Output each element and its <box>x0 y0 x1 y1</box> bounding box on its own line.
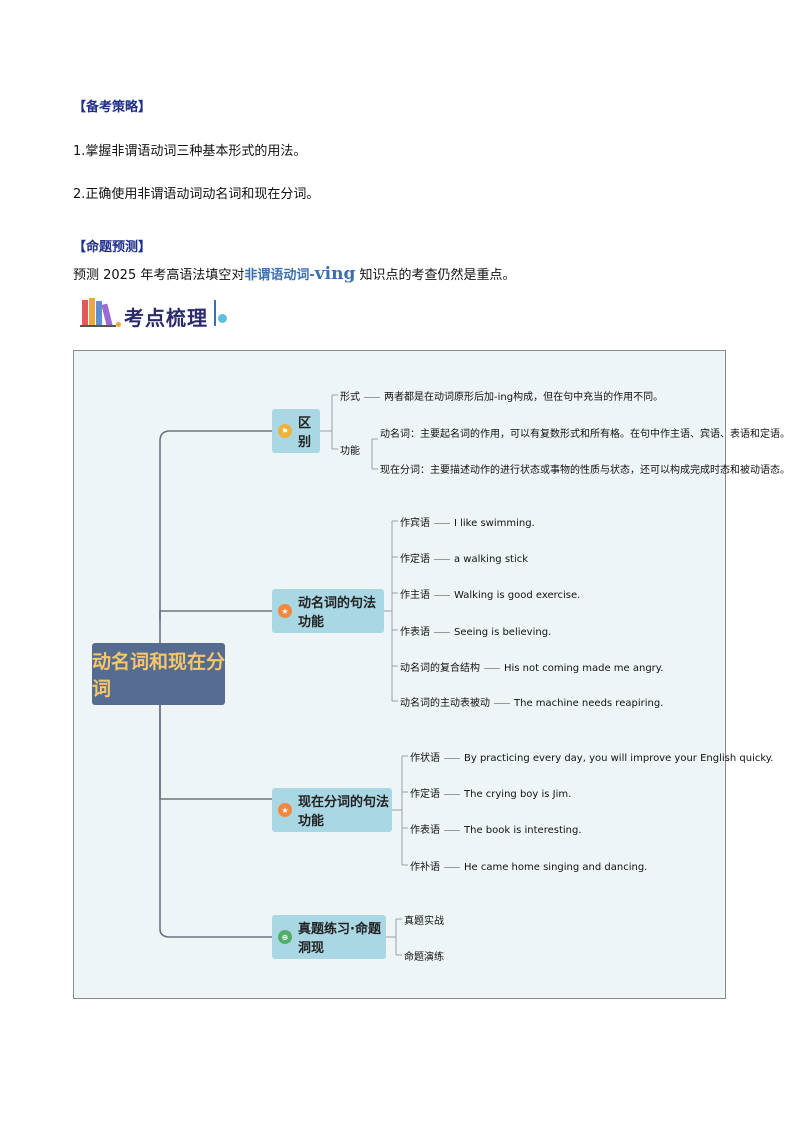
leaf-form-text: 两者都是在动词原形后加-ing构成，但在句中充当的作用不同。 <box>384 392 664 403</box>
strategy-item-2: 2.正确使用非谓语动词动名词和现在分词。 <box>73 187 320 202</box>
branch-gerund-functions: ★ 动名词的句法功能 <box>272 589 384 633</box>
lock-icon: ⊕ <box>278 930 292 944</box>
leaf-text: The book is interesting. <box>464 825 582 836</box>
leaf-function-participle: 现在分词：主要描述动作的进行状态或事物的性质与状态，还可以构成完成时态和被动语态… <box>380 465 790 476</box>
leaf-text: The crying boy is Jim. <box>464 789 572 800</box>
leaf-participle-predicative: 作表语 The book is interesting. <box>410 821 582 836</box>
leaf-text: Walking is good exercise. <box>454 590 581 601</box>
branch-participle-label: 现在分词的句法功能 <box>298 795 390 829</box>
strategy-item-1: 1.掌握非谓语动词三种基本形式的用法。 <box>73 144 307 159</box>
star-icon: ★ <box>278 803 292 817</box>
mindmap-root: 动名词和现在分词 <box>92 643 225 705</box>
prediction-text: 预测 2025 年考高语法填空对非谓语动词-ving 知识点的考查仍然是重点。 <box>73 264 516 284</box>
leaf-label: 作表语 <box>400 627 430 638</box>
leaf-gerund-passive: 动名词的主动表被动 The machine needs reapiring. <box>400 694 663 709</box>
leaf-gerund-compound: 动名词的复合结构 His not coming made me angry. <box>400 659 663 674</box>
prediction-text-before: 预测 2025 年考高语法填空对 <box>73 268 245 283</box>
prediction-highlight: 非谓语动词- <box>244 268 315 283</box>
dash <box>434 522 450 524</box>
title-bar <box>214 300 216 326</box>
leaf-form: 形式 两者都是在动词原形后加-ing构成，但在句中充当的作用不同。 <box>340 388 663 403</box>
leaf-text: He came home singing and dancing. <box>464 862 648 873</box>
leaf-text: I like swimming. <box>454 518 535 529</box>
leaf-label: 作宾语 <box>400 518 430 529</box>
prediction-text-after: 知识点的考查仍然是重点。 <box>355 268 516 283</box>
branch-gerund-label: 动名词的句法功能 <box>298 596 377 630</box>
dash <box>434 594 450 596</box>
mindmap-connectors <box>159 394 408 956</box>
leaf-function-gerund: 动名词：主要起名词的作用，可以有复数形式和所有格。在句中作主语、宾语、表语和定语… <box>380 429 790 440</box>
leaf-gerund-attributive: 作定语 a walking stick <box>400 550 528 565</box>
branch-difference: ⚑ 区别 <box>272 409 320 453</box>
leaf-label: 动名词的复合结构 <box>400 663 480 674</box>
strategy-heading: 【备考策略】 <box>73 100 152 115</box>
leaf-label: 动名词的主动表被动 <box>400 698 490 709</box>
leaf-gerund-subject: 作主语 Walking is good exercise. <box>400 586 580 601</box>
leaf-text: a walking stick <box>454 554 529 565</box>
dot-icon <box>116 322 121 327</box>
leaf-practice-drill: 命题演练 <box>404 952 444 963</box>
prediction-heading: 【命题预测】 <box>73 240 152 255</box>
leaf-text: His not coming made me angry. <box>504 663 664 674</box>
dash <box>434 558 450 560</box>
mindmap-panel: 动名词和现在分词 ⚑ 区别 形式 两者都是在动词原形后加-ing构成，但在句中充当的… <box>73 350 790 999</box>
dash <box>484 667 500 669</box>
kaodian-title: 考点梳理 <box>124 306 208 330</box>
dash <box>494 702 510 704</box>
leaf-text: The machine needs reapiring. <box>514 698 664 709</box>
leaf-gerund-object: 作宾语 I like swimming. <box>400 514 535 529</box>
leaf-text: Seeing is believing. <box>454 627 552 638</box>
leaf-label: 作状语 <box>410 753 440 764</box>
leaf-participle-attributive: 作定语 The crying boy is Jim. <box>410 785 571 800</box>
branch-practice: ⊕ 真题练习·命题洞现 <box>272 915 386 959</box>
prediction-highlight-ving: ving <box>314 264 356 284</box>
branch-practice-label: 真题练习·命题洞现 <box>298 922 381 956</box>
books-icon <box>80 296 120 328</box>
dash <box>444 829 460 831</box>
leaf-label: 作表语 <box>410 825 440 836</box>
dash <box>444 757 460 759</box>
leaf-label: 作主语 <box>400 590 430 601</box>
leaf-participle-complement: 作补语 He came home singing and dancing. <box>410 858 647 873</box>
leaf-label: 作定语 <box>400 554 430 565</box>
dash <box>444 866 460 868</box>
leaf-label: 作定语 <box>410 789 440 800</box>
leaf-participle-adverbial: 作状语 By practicing every day, you will imp… <box>410 749 773 764</box>
branch-difference-label: 区别 <box>298 416 312 450</box>
branch-participle-functions: ★ 现在分词的句法功能 <box>272 788 392 832</box>
flag-icon: ⚑ <box>278 424 292 438</box>
leaf-gerund-predicative: 作表语 Seeing is believing. <box>400 623 551 638</box>
leaf-form-label: 形式 <box>340 392 360 403</box>
dash <box>364 396 380 398</box>
dash <box>444 793 460 795</box>
star-icon: ★ <box>278 604 292 618</box>
leaf-practice-real: 真题实战 <box>404 916 444 927</box>
leaf-label: 作补语 <box>410 862 440 873</box>
leaf-text: By practicing every day, you will improv… <box>464 753 774 764</box>
leaf-function-label: 功能 <box>340 446 360 457</box>
title-dot-icon <box>218 314 227 323</box>
dash <box>434 631 450 633</box>
